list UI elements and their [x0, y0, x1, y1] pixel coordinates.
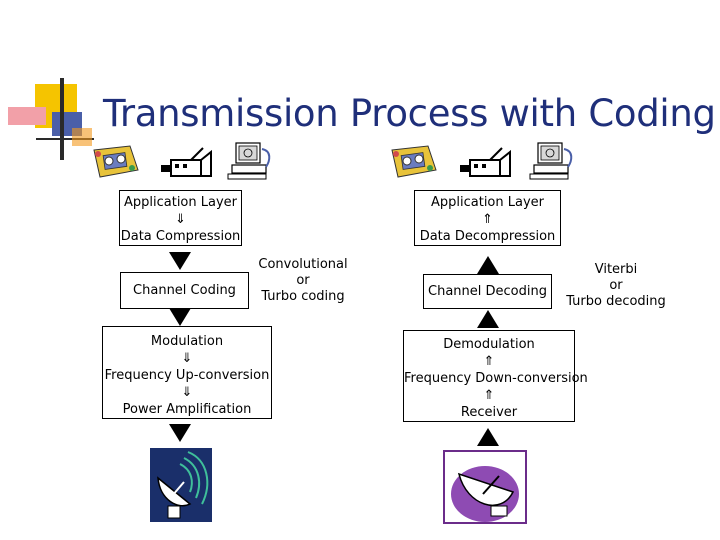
tx-channel-coding-box: Channel Coding	[120, 272, 249, 309]
flow-arrow-up-icon	[477, 310, 499, 328]
rx-application-box: Application Layer ⇑ Data Decompression	[414, 190, 561, 246]
down-arrow-icon: ⇓	[181, 351, 193, 366]
rx-freq-downconversion-label: Frequency Down-conversion	[404, 371, 588, 386]
rx-receiver-label: Receiver	[460, 405, 518, 420]
rx-channel-decoding-note: Viterbi or Turbo decoding	[566, 262, 666, 310]
rx-note-line1: Viterbi	[594, 262, 638, 277]
media-cassette-icon	[391, 145, 437, 178]
media-cassette-icon	[93, 145, 139, 178]
down-arrow-icon: ⇓	[175, 212, 186, 227]
rx-note-line2: or	[609, 278, 623, 293]
tx-freq-upconversion-label: Frequency Up-conversion	[104, 368, 270, 383]
tx-channel-coding-note: Convolutional or Turbo coding	[258, 257, 348, 305]
tx-note-line3: Turbo coding	[261, 289, 345, 304]
flow-arrow-down-icon	[169, 252, 191, 270]
computer-icon	[227, 142, 271, 180]
up-arrow-icon: ⇑	[483, 388, 495, 403]
computer-icon	[529, 142, 573, 180]
page-title: Transmission Process with Coding	[103, 92, 716, 135]
rx-demodulation-label: Demodulation	[443, 337, 535, 352]
tx-application-box: Application Layer ⇓ Data Compression	[119, 190, 242, 246]
video-camera-icon	[161, 147, 212, 177]
satellite-dish-icon	[443, 450, 527, 524]
tx-rf-box: Modulation ⇓ Frequency Up-conversion ⇓ P…	[102, 326, 272, 419]
tx-note-line1: Convolutional	[258, 257, 348, 272]
flow-arrow-down-icon	[169, 308, 191, 326]
video-camera-icon	[460, 147, 511, 177]
rx-application-layer-label: Application Layer	[430, 195, 544, 210]
up-arrow-icon: ⇑	[483, 354, 495, 369]
down-arrow-icon: ⇓	[181, 385, 193, 400]
rx-data-decompression-label: Data Decompression	[419, 229, 556, 244]
tx-note-line2: or	[296, 273, 310, 288]
tx-channel-coding-label: Channel Coding	[133, 283, 236, 298]
rx-channel-decoding-label: Channel Decoding	[428, 284, 547, 299]
tx-data-compression-label: Data Compression	[120, 229, 241, 244]
tx-power-amplification-label: Power Amplification	[122, 402, 252, 417]
rx-channel-decoding-box: Channel Decoding	[423, 274, 552, 309]
flow-arrow-up-icon	[477, 428, 499, 446]
satellite-dish-icon	[150, 448, 212, 522]
tx-modulation-label: Modulation	[150, 334, 224, 349]
flow-arrow-down-icon	[169, 424, 191, 442]
rx-rf-box: Demodulation ⇑ Frequency Down-conversion…	[403, 330, 588, 422]
rx-note-line3: Turbo decoding	[566, 294, 666, 309]
up-arrow-icon: ⇑	[482, 212, 493, 227]
flow-arrow-up-icon	[477, 256, 499, 274]
tx-application-layer-label: Application Layer	[123, 195, 237, 210]
